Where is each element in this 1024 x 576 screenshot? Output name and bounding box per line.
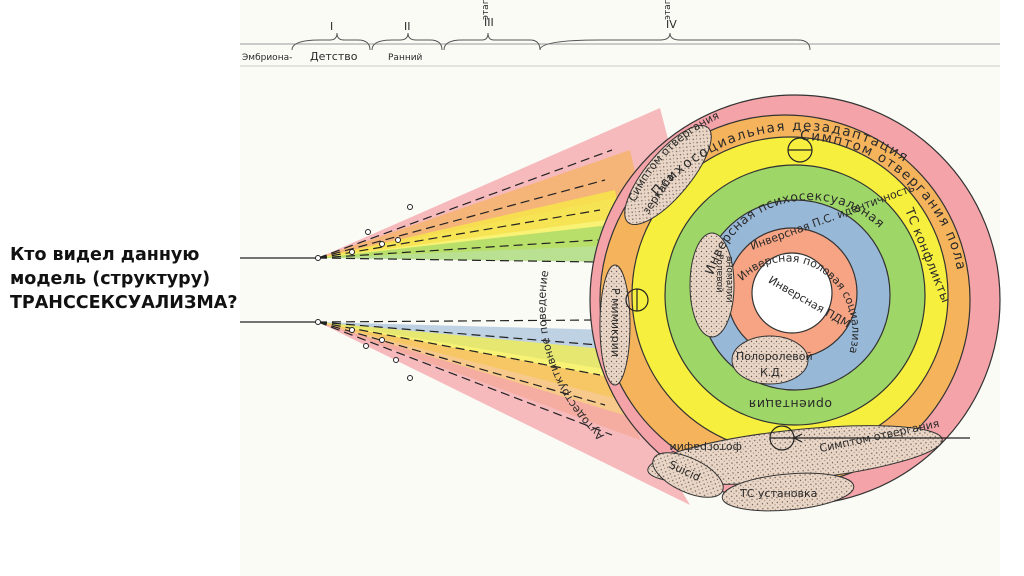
blobs [599, 124, 943, 512]
label-mimicry: Р мимикрии [609, 288, 622, 357]
label-body-schema-2: аномалии [724, 256, 734, 303]
blob-role-kd [731, 335, 809, 385]
question-line-1: Кто видел данную [10, 245, 200, 265]
ring-core [751, 252, 833, 334]
blob-installation [721, 472, 855, 512]
timeline-label-early: Ранний [388, 53, 423, 63]
label-installation: ТС установка [739, 487, 817, 500]
stage-2: II [404, 20, 411, 33]
question-text: Кто видел данную модель (структуру) ТРАН… [10, 243, 260, 315]
timeline-label-embryo: Эмбриона- [242, 53, 292, 63]
label-orientation: ориентация [748, 397, 832, 412]
rings [589, 94, 1001, 506]
label-kd: К.Д. [760, 366, 783, 379]
timeline-label-childhood: Детство [310, 50, 358, 63]
blob-mimicry [599, 264, 631, 386]
stage-3-word: этап [481, 0, 491, 20]
question-line-2: модель (структуру) [10, 269, 211, 289]
question-line-3: ТРАНССЕКСУАЛИЗМА? [10, 293, 238, 313]
blob-suicid [652, 452, 724, 498]
stage-3: III [484, 16, 494, 29]
label-role: Полоролевой [736, 350, 813, 363]
arrow-markers [625, 137, 970, 451]
blob-body-schema [689, 232, 735, 338]
label-photo: фотографий [670, 441, 742, 454]
cone-rays [240, 108, 690, 505]
label-body-schema: Ролевой [714, 254, 724, 293]
stage-1: I [330, 20, 333, 33]
timeline: Эмбриона- Детство Ранний I II III этап I… [240, 0, 1000, 67]
stage-4: IV [666, 18, 677, 31]
blob-symptom-tl [624, 124, 712, 226]
stage-4-word: этап [663, 0, 673, 20]
